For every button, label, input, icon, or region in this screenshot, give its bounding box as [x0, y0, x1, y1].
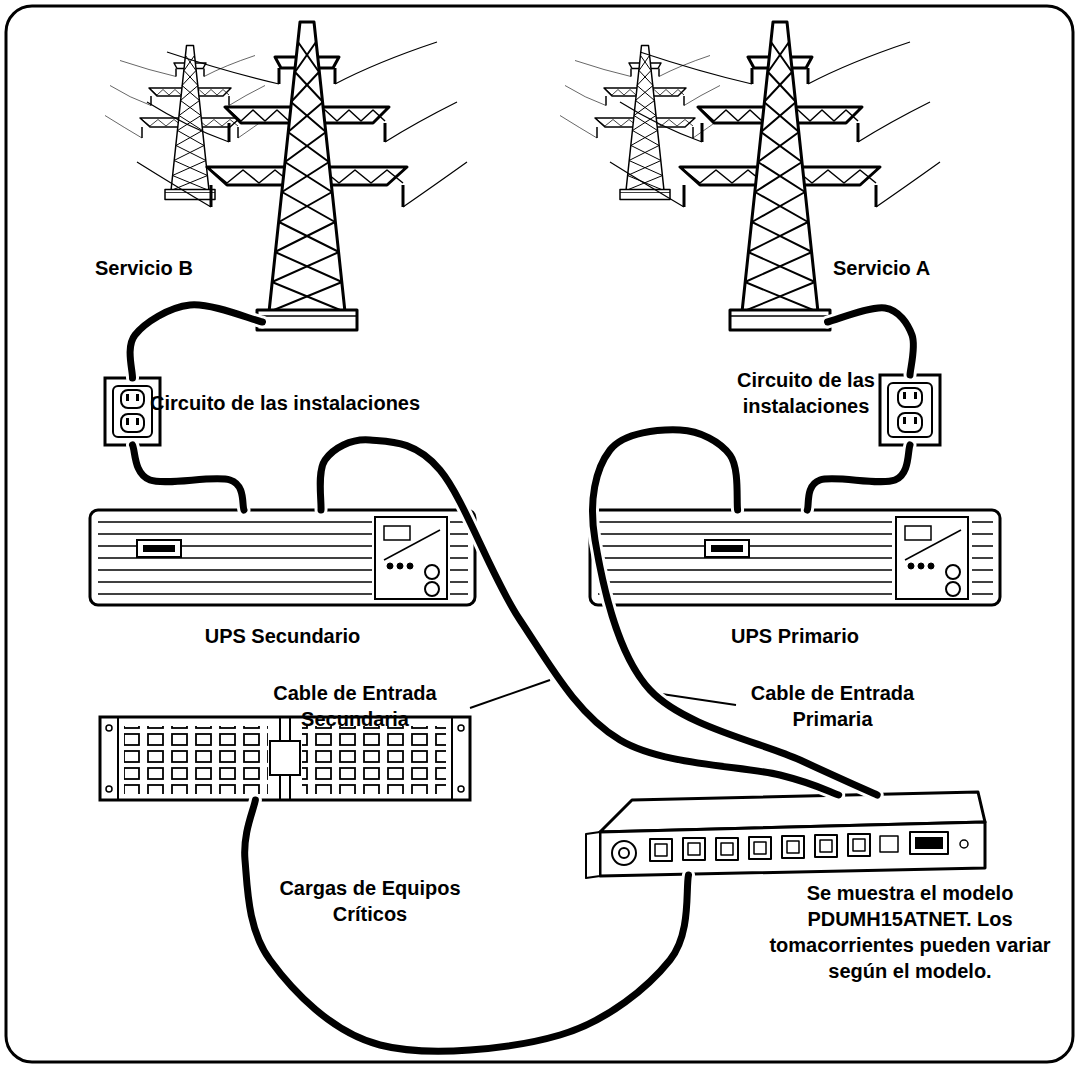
ups-drawing-secondary — [90, 510, 475, 605]
cable-line — [593, 430, 878, 795]
node-label: Servicio A — [833, 255, 958, 281]
outlet-drawing-a — [880, 375, 940, 445]
power-tower: Servicio B — [195, 22, 420, 322]
patch-panel-drawing — [100, 717, 470, 800]
cable-line — [130, 305, 262, 378]
power-tower: Servicio A — [670, 22, 895, 322]
node-label: Se muestra el modelo PDUMH15ATNET. Los t… — [750, 880, 1070, 984]
tower-drawing-a — [560, 22, 940, 330]
cable-halo — [593, 430, 878, 795]
cable-line — [828, 308, 914, 375]
pdu-unit: Se muestra el modelo PDUMH15ATNET. Los t… — [600, 795, 985, 875]
callout-label: Cable de Entrada Secundaria — [235, 680, 475, 732]
cable-line — [245, 800, 689, 1051]
node-label: Cargas de Equipos Críticos — [260, 875, 480, 927]
pdu-drawing — [586, 792, 985, 878]
node-label: Circuito de las instalaciones — [730, 367, 882, 419]
equipment-panel: Cargas de Equipos Críticos — [100, 715, 470, 800]
ups-unit: UPS Secundario — [90, 510, 475, 605]
node-label: UPS Secundario — [90, 623, 475, 649]
leader-lines — [470, 680, 736, 708]
cable-halo — [828, 308, 914, 375]
power-cable — [593, 430, 878, 795]
node-label: UPS Primario — [590, 623, 1000, 649]
node-label: Circuito de las instalaciones — [150, 390, 510, 416]
power-cable — [245, 800, 689, 1051]
power-cable — [130, 305, 262, 378]
tower-drawing-b — [105, 22, 467, 330]
cable-line — [133, 445, 245, 510]
cable-line — [807, 445, 910, 510]
power-cable — [828, 308, 914, 375]
cable-halo — [130, 305, 262, 378]
ups-unit: UPS Primario — [590, 510, 1000, 605]
cable-halo — [807, 445, 910, 510]
wall-outlet: Circuito de las instalaciones — [105, 378, 160, 445]
ups-drawing-primary — [590, 510, 1000, 605]
power-cable — [807, 445, 910, 510]
node-label: Servicio B — [95, 255, 210, 281]
callout-label: Cable de Entrada Primaria — [730, 680, 935, 732]
power-cable — [133, 445, 245, 510]
wall-outlet: Circuito de las instalaciones — [880, 375, 940, 445]
frame — [6, 6, 1073, 1062]
cable-halo — [245, 800, 689, 1051]
cable-halo — [133, 445, 245, 510]
